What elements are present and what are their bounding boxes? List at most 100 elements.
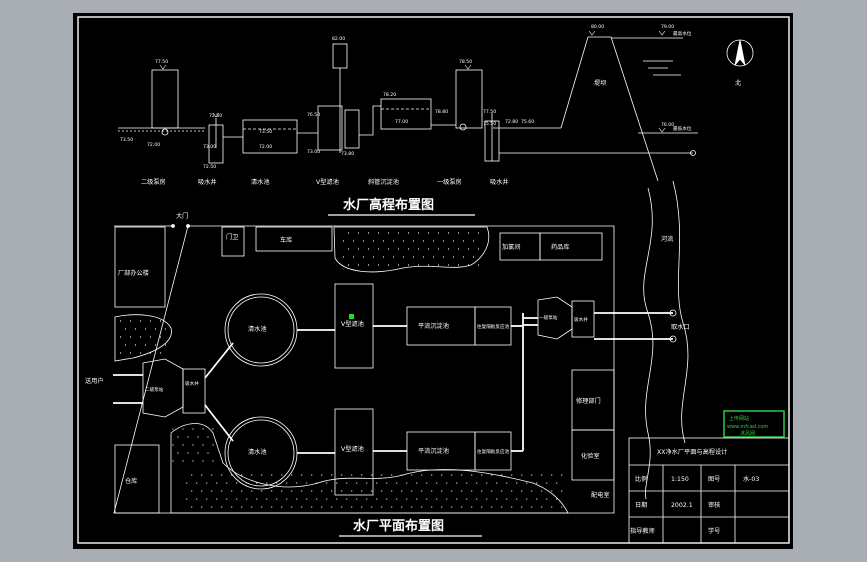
- elev-filter-tower: [332, 43, 348, 69]
- pattern-dot: [357, 248, 360, 250]
- tb-school-label: 指导教师: [630, 527, 655, 535]
- pattern-dot: [182, 444, 184, 446]
- pattern-dot: [276, 498, 278, 500]
- pattern-dot: [457, 232, 460, 234]
- pattern-dot: [382, 256, 385, 258]
- pattern-dot: [526, 482, 528, 484]
- pattern-dot: [521, 490, 523, 492]
- pattern-dot: [476, 482, 478, 484]
- elev-mark: 78.80: [435, 109, 448, 115]
- pattern-dot: [301, 490, 303, 492]
- pattern-dot: [546, 482, 548, 484]
- pattern-dot: [432, 240, 435, 242]
- pattern-dot: [486, 498, 488, 500]
- pattern-dot: [432, 256, 435, 258]
- pattern-dot: [421, 506, 423, 508]
- pattern-dot: [457, 264, 460, 266]
- pattern-dot: [377, 264, 380, 266]
- pattern-dot: [442, 256, 445, 258]
- pattern-dot: [561, 490, 563, 492]
- pattern-dot: [187, 436, 189, 438]
- pattern-dot: [119, 336, 122, 338]
- pattern-dot: [321, 490, 323, 492]
- pattern-dot: [311, 506, 313, 508]
- plan-lab: [571, 429, 615, 481]
- pattern-dot: [212, 428, 214, 430]
- pattern-dot: [211, 506, 213, 508]
- pattern-dot: [366, 498, 368, 500]
- label-elev-sed: 斜管沉淀池: [368, 178, 399, 186]
- pattern-dot: [347, 264, 350, 266]
- plan-title: 水厂平面布置图: [353, 518, 444, 534]
- pattern-dot: [371, 490, 373, 492]
- pattern-dot: [402, 256, 405, 258]
- label-sed-top: 平流沉淀池: [418, 322, 449, 330]
- pattern-dot: [124, 328, 127, 330]
- pattern-dot: [377, 248, 380, 250]
- pattern-dot: [347, 232, 350, 234]
- pattern-dot: [201, 474, 203, 476]
- pattern-dot: [396, 498, 398, 500]
- pattern-dot: [246, 498, 248, 500]
- pattern-dot: [447, 248, 450, 250]
- label-garage: 车库: [280, 236, 292, 244]
- label-gate: 大门: [176, 212, 188, 220]
- pattern-dot: [496, 482, 498, 484]
- pattern-dot: [301, 474, 303, 476]
- cad-drawing: 二级泵房 吸水井 清水池 V型滤池 斜管沉淀池 一级泵房 吸水井 堤坝 最高水位…: [77, 16, 790, 544]
- elev-mark: 75.60: [521, 119, 534, 125]
- pattern-dot: [456, 498, 458, 500]
- pattern-dot: [172, 428, 174, 430]
- elev-mark: 79.00: [661, 24, 674, 30]
- pattern-dot: [491, 474, 493, 476]
- pattern-dot: [467, 264, 470, 266]
- pattern-dot: [271, 490, 273, 492]
- pattern-dot: [466, 482, 468, 484]
- plan-green-bottom: [170, 423, 569, 514]
- pattern-dot: [471, 506, 473, 508]
- pattern-dot: [341, 506, 343, 508]
- pattern-dot: [361, 506, 363, 508]
- site-boundary: [113, 225, 615, 514]
- pattern-dot: [352, 240, 355, 242]
- pattern-dot: [371, 474, 373, 476]
- pattern-dot: [306, 498, 308, 500]
- elev-mark: 78.20: [383, 92, 396, 98]
- pattern-dot: [386, 498, 388, 500]
- pattern-dot: [251, 506, 253, 508]
- pattern-dot: [172, 460, 174, 462]
- pattern-dot: [352, 256, 355, 258]
- title-block: [628, 437, 790, 544]
- pattern-dot: [311, 490, 313, 492]
- pattern-dot: [331, 506, 333, 508]
- pattern-dot: [417, 264, 420, 266]
- plan-warehouse: [114, 444, 160, 514]
- pattern-dot: [391, 506, 393, 508]
- pattern-dot: [196, 498, 198, 500]
- plan-labels: 大门 门卫 车库 加氯间 药品库 厂部办公楼 清水池 清水池 V型滤池 V型滤池…: [85, 212, 690, 499]
- elev-primary-pump-house: [455, 69, 483, 129]
- pattern-dot: [357, 232, 360, 234]
- pattern-dot: [276, 482, 278, 484]
- label-floc-top: 往复隔板反应池: [477, 323, 510, 330]
- pattern-dot: [536, 498, 538, 500]
- pattern-dot: [367, 232, 370, 234]
- pattern-dot: [406, 498, 408, 500]
- plan-office: [114, 226, 166, 308]
- pattern-dot: [231, 490, 233, 492]
- pattern-dot: [376, 498, 378, 500]
- tb-date-label: 日期: [635, 501, 647, 509]
- pattern-dot: [491, 490, 493, 492]
- pattern-dot: [139, 320, 142, 322]
- pattern-dot: [521, 506, 523, 508]
- pattern-dot: [182, 428, 184, 430]
- pattern-dot: [516, 498, 518, 500]
- pattern-dot: [134, 328, 137, 330]
- pattern-dot: [511, 490, 513, 492]
- pattern-dot: [551, 490, 553, 492]
- pattern-dot: [401, 506, 403, 508]
- pattern-dot: [392, 256, 395, 258]
- pattern-dot: [226, 498, 228, 500]
- pattern-dot: [401, 474, 403, 476]
- pattern-dot: [387, 264, 390, 266]
